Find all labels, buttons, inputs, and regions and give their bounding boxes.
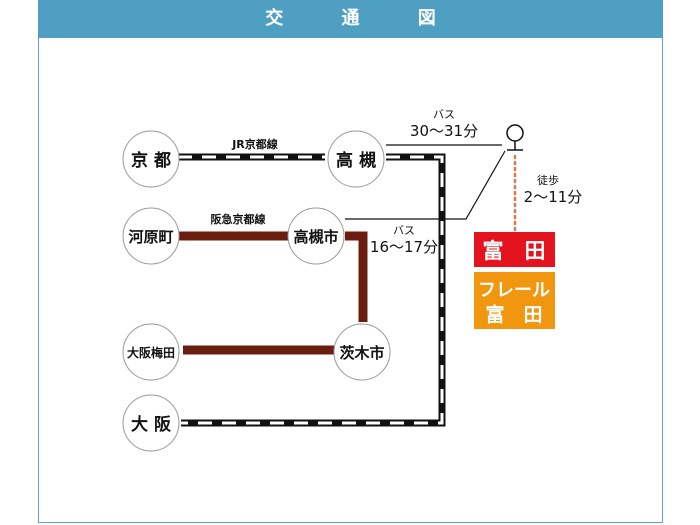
hankyu-line-label: 阪急京都線	[211, 212, 266, 226]
station-kawaramachi	[122, 207, 180, 265]
bus1-time: 30〜31分	[410, 122, 478, 140]
walk-mode: 徒歩	[537, 173, 559, 187]
jr-line	[178, 153, 446, 427]
tonda-box	[474, 232, 555, 267]
page-title: 交 通 図	[38, 0, 663, 38]
bus-route-takatsukishi	[345, 150, 506, 220]
station-osaka	[122, 394, 180, 452]
walk-time: 2〜11分	[524, 188, 583, 206]
freel-label-line2: 富 田	[485, 303, 542, 326]
freel-label-line1: フレール	[478, 280, 550, 301]
station-kyoto	[122, 130, 180, 188]
freel-tonda-box	[474, 272, 555, 329]
bus2-mode: バス	[393, 224, 415, 237]
hankyu-segment-takatsukishi-ibaraki	[345, 231, 368, 322]
station-label-osakaumeda: 大阪梅田	[127, 345, 175, 360]
tonda-label: 富 田	[483, 239, 546, 263]
station-takatsuki	[327, 130, 385, 188]
station-label-takatsuki: 高 槻	[336, 150, 376, 171]
bus2-time: 16〜17分	[370, 238, 438, 256]
station-label-ibarakishi: 茨木市	[339, 344, 384, 362]
jr-line-label: JR京都線	[231, 137, 278, 151]
bus1-mode: バス	[433, 108, 455, 121]
station-label-takatsukishi: 高槻市	[293, 228, 338, 246]
bus-routes	[345, 144, 506, 220]
station-ibarakishi	[333, 323, 391, 381]
station-label-kyoto: 京 都	[131, 150, 171, 171]
station-label-kawaramachi: 河原町	[128, 228, 173, 246]
station-label-osaka: 大 阪	[131, 414, 171, 435]
station-osakaumeda	[122, 323, 180, 381]
bus-stop-icon	[506, 124, 524, 151]
station-takatsukishi	[287, 207, 345, 265]
hankyu-line	[178, 231, 368, 355]
